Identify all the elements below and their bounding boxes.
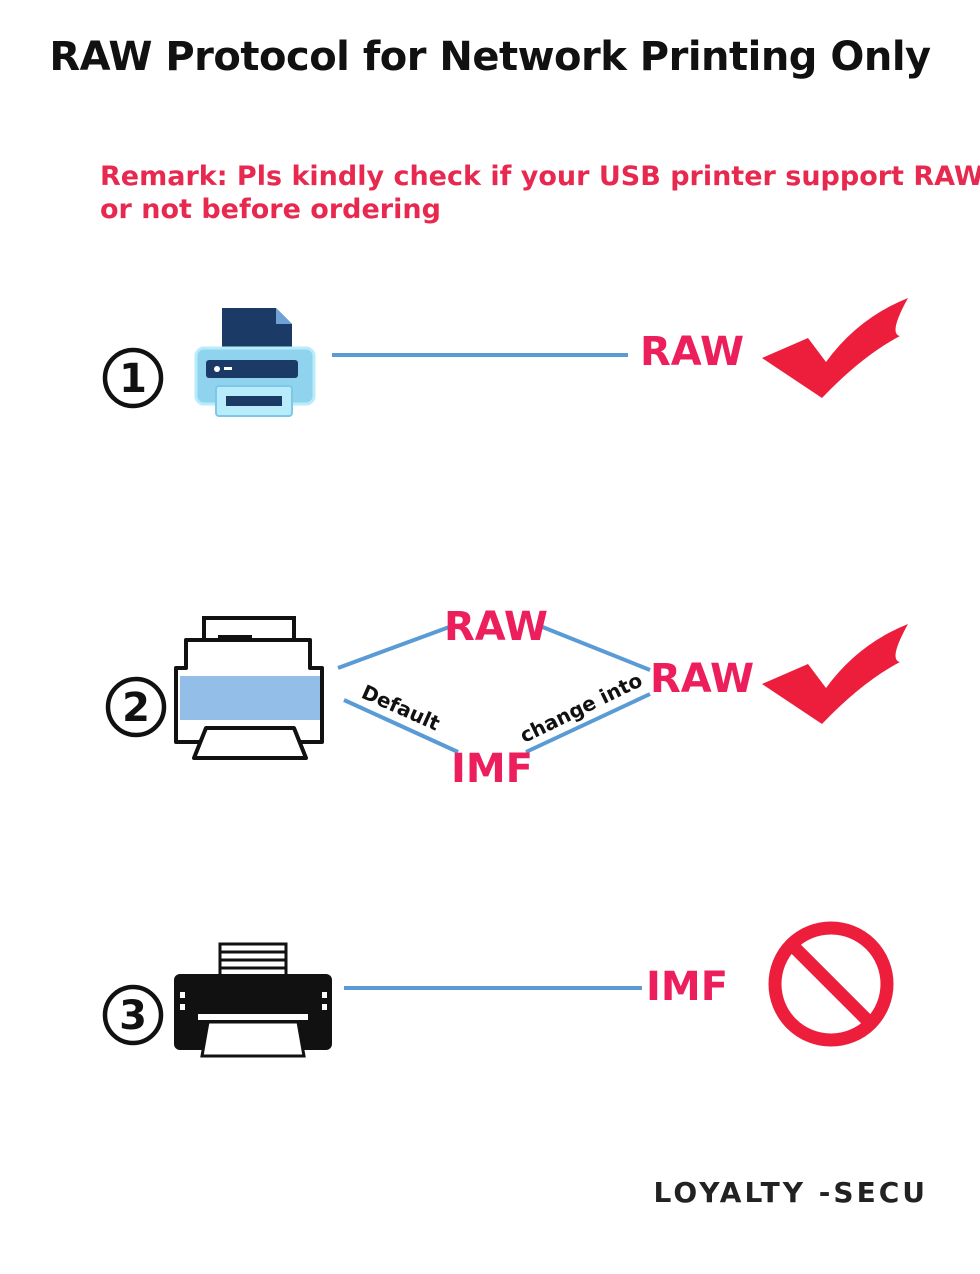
item-2: 2 RAW IMF RAW Default change into: [105, 604, 908, 792]
line-to-imf: [343, 698, 459, 754]
number-3-text: 3: [119, 993, 147, 1039]
number-1-text: 1: [119, 356, 147, 402]
remark-note: Remark: Pls kindly check if your USB pri…: [100, 160, 980, 226]
imf-lower-label: IMF: [451, 746, 533, 792]
check-icon: [762, 624, 908, 724]
raw-upper-label: RAW: [444, 604, 548, 650]
remark-line-2: or not before ordering: [100, 194, 441, 225]
number-badge-2: 2: [105, 676, 167, 738]
blue-network-printer-icon: [194, 308, 316, 417]
check-icon: [762, 298, 908, 398]
remark-line-1: Remark: Pls kindly check if your USB pri…: [100, 161, 980, 192]
item-3: 3 IMF: [102, 921, 894, 1058]
imf-label-3: IMF: [646, 964, 728, 1010]
black-printer-icon: [174, 942, 332, 1058]
number-badge-1: 1: [102, 347, 164, 409]
brand-logo-text: LOYALTY -SECU: [653, 1176, 928, 1209]
outline-printer-icon: [174, 616, 324, 760]
line-imf-to-result: [525, 692, 651, 754]
line-raw-to-result: [539, 624, 651, 672]
raw-label-1: RAW: [640, 329, 744, 375]
page-title: RAW Protocol for Network Printing Only: [49, 34, 931, 80]
change-into-text: change into: [516, 668, 646, 748]
number-badge-3: 3: [102, 984, 164, 1046]
line-to-raw: [337, 624, 453, 670]
raw-result-label: RAW: [650, 656, 754, 702]
number-2-text: 2: [122, 685, 150, 731]
item-1: 1 RAW: [102, 298, 908, 417]
prohibited-icon: [768, 921, 894, 1047]
